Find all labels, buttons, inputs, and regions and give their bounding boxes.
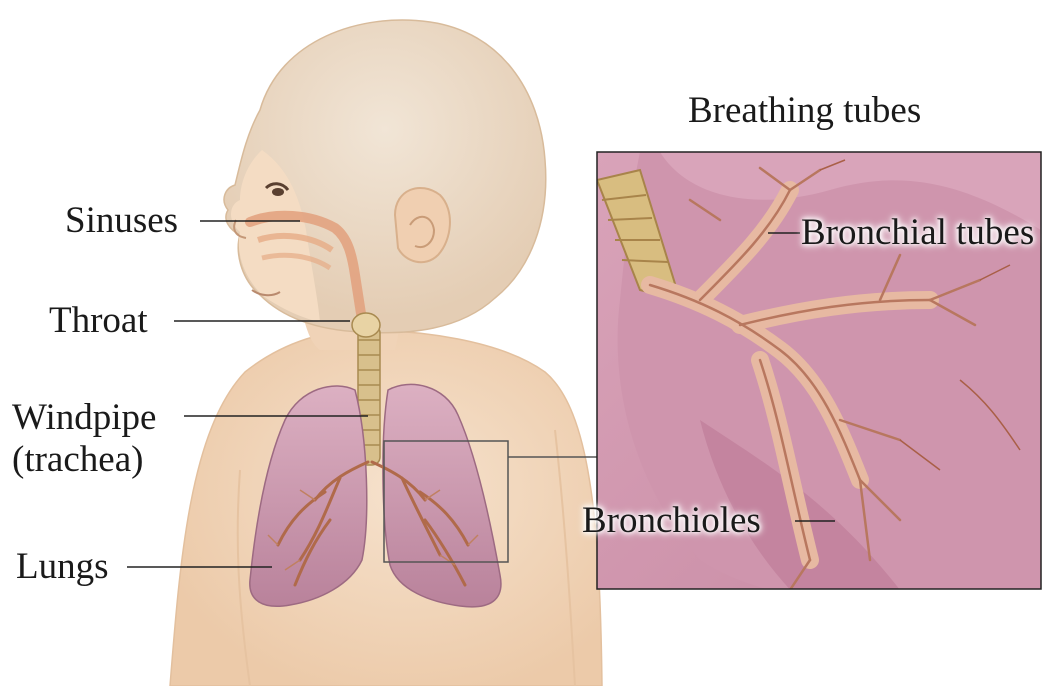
label-windpipe: Windpipe (trachea)	[12, 397, 156, 481]
label-bronchioles: Bronchioles	[582, 502, 761, 539]
inset-title: Breathing tubes	[688, 92, 921, 129]
label-windpipe-line2: (trachea)	[12, 439, 156, 481]
label-throat: Throat	[49, 302, 148, 339]
label-sinuses: Sinuses	[65, 202, 178, 239]
label-bronchial-tubes: Bronchial tubes	[801, 214, 1034, 251]
child-head	[224, 20, 546, 333]
label-lungs: Lungs	[16, 548, 109, 585]
label-windpipe-line1: Windpipe	[12, 397, 156, 439]
